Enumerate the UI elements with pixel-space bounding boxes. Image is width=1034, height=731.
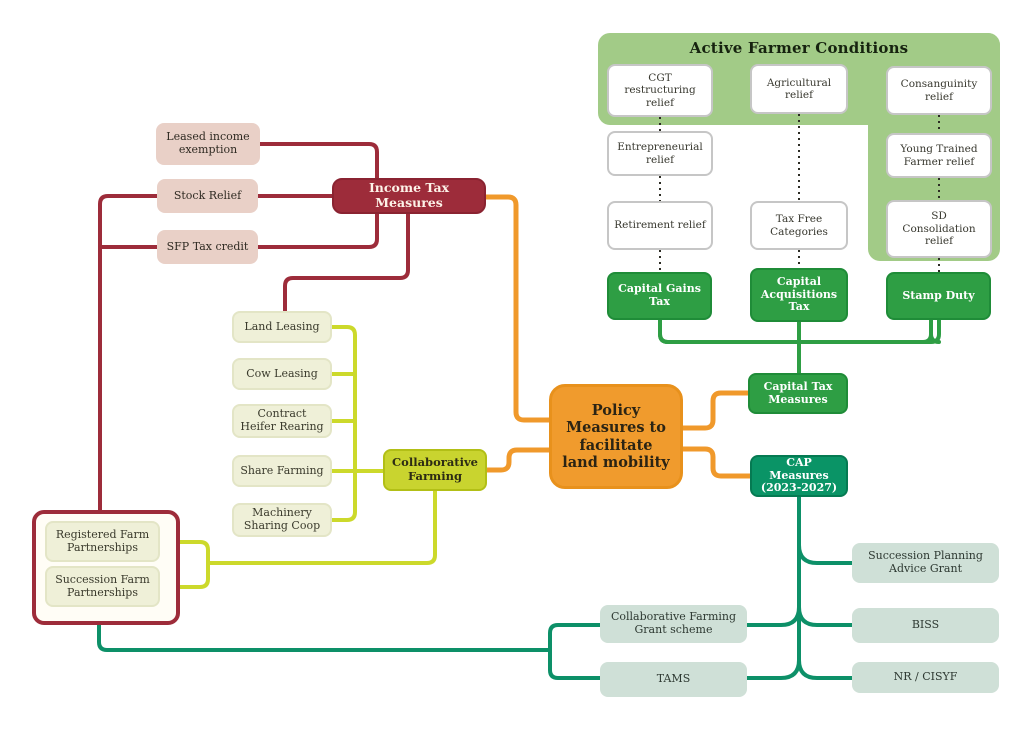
node-young-trained-farmer-relief: Young Trained Farmer relief [886,133,992,178]
node-land-leasing: Land Leasing [232,311,332,343]
node-contract-heifer-rearing: Contract Heifer Rearing [232,404,332,438]
dotted-links [659,114,940,272]
green-links [658,318,941,375]
node-capital-acquisitions-tax: Capital Acquisitions Tax [750,268,848,322]
node-cap-measures: CAP Measures (2023-2027) [750,455,848,497]
node-registered-farm-partnerships: Registered Farm Partnerships [45,521,160,562]
node-capital-tax-measures: Capital Tax Measures [748,373,848,414]
node-cgt-restructuring-relief: CGT restructuring relief [607,64,713,117]
node-tax-free-categories: Tax Free Categories [750,201,848,250]
node-entrepreneurial-relief: Entrepreneurial relief [607,131,713,176]
dark-red-links [98,142,410,512]
node-agricultural-relief: Agricultural relief [750,64,848,114]
node-stamp-duty: Stamp Duty [886,272,991,320]
node-policy-hub: Policy Measures to facilitate land mobil… [549,384,683,489]
node-sfp-tax-credit: SFP Tax credit [157,230,258,264]
node-succession-planning-advice-grant: Succession Planning Advice Grant [852,543,999,583]
node-retirement-relief: Retirement relief [607,201,713,250]
node-leased-income-exemption: Leased income exemption [156,123,260,165]
node-machinery-sharing-coop: Machinery Sharing Coop [232,503,332,537]
node-collaborative-farming: Collaborative Farming [383,449,487,491]
node-share-farming: Share Farming [232,455,332,487]
orange-links [483,194,753,479]
node-nr-cisyf: NR / CISYF [852,662,999,693]
node-sd-consolidation-relief: SD Consolidation relief [886,200,992,258]
node-capital-gains-tax: Capital Gains Tax [607,272,712,320]
node-succession-farm-partnerships: Succession Farm Partnerships [45,566,160,607]
node-tams: TAMS [600,662,747,697]
yellow-green-links [158,325,437,589]
node-cow-leasing: Cow Leasing [232,358,332,390]
teal-links [97,495,854,680]
node-income-tax-measures: Income Tax Measures [332,178,486,214]
node-stock-relief: Stock Relief [157,179,258,213]
node-biss: BISS [852,608,999,643]
node-consanguinity-relief: Consanguinity relief [886,66,992,115]
node-collaborative-farming-grant-scheme: Collaborative Farming Grant scheme [600,605,747,643]
active-farmer-panel-title: Active Farmer Conditions [689,39,909,57]
